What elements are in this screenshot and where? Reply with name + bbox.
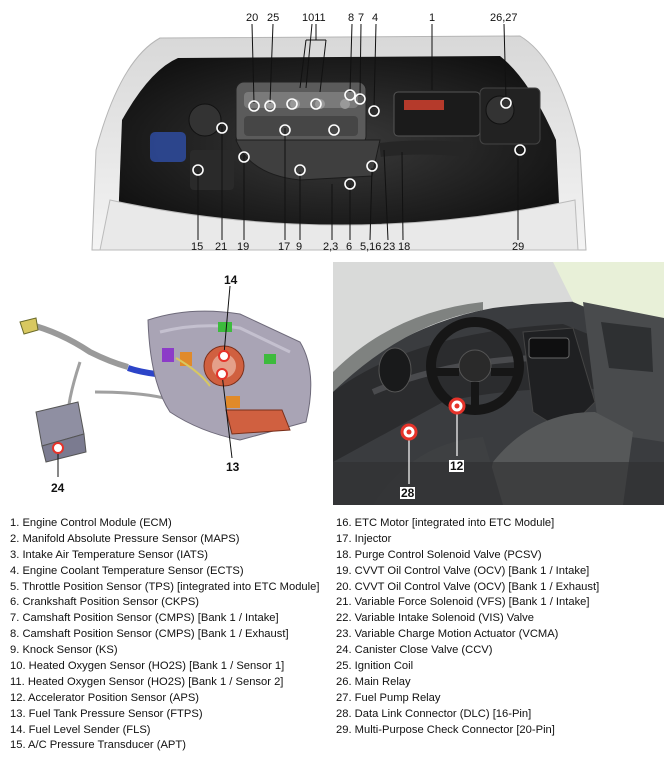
legend-item: 29. Multi-Purpose Check Connector [20-Pi…	[336, 723, 555, 736]
fuel-tank-illustration	[19, 285, 312, 477]
callout-12: 12	[449, 459, 465, 473]
legend-item: 11. Heated Oxygen Sensor (HO2S) [Bank 1 …	[10, 675, 284, 688]
legend-item: 3. Intake Air Temperature Sensor (IATS)	[10, 548, 208, 561]
legend-item: 22. Variable Intake Solenoid (VIS) Valve	[336, 612, 534, 625]
callout-1: 1	[429, 12, 436, 24]
legend-item: 6. Crankshaft Position Sensor (CKPS)	[10, 596, 200, 609]
engine-bay-diagram: 20 25 1011 8 7 4 1 26,27 15 21 19 17 9 2…	[0, 0, 664, 255]
legend-item: 13. Fuel Tank Pressure Sensor (FTPS)	[10, 707, 203, 720]
legend-item: 18. Purge Control Solenoid Valve (PCSV)	[336, 548, 542, 561]
callout-29: 29	[512, 241, 525, 253]
callout-28: 28	[400, 486, 416, 500]
callout-15: 15	[191, 241, 204, 253]
callout-4: 4	[372, 12, 379, 24]
callout-10-11: 1011	[302, 12, 326, 24]
component-legend: 1. Engine Control Module (ECM) 2. Manifo…	[0, 516, 664, 766]
legend-item: 28. Data Link Connector (DLC) [16-Pin]	[336, 707, 532, 720]
callout-14: 14	[224, 273, 238, 287]
callout-18: 18	[398, 241, 411, 253]
legend-item: 4. Engine Coolant Temperature Sensor (EC…	[10, 564, 244, 577]
callout-19: 19	[237, 241, 250, 253]
callout-6: 6	[346, 241, 353, 253]
callout-9: 9	[296, 241, 303, 253]
legend-item: 7. Camshaft Position Sensor (CMPS) [Bank…	[10, 612, 279, 625]
legend-item: 14. Fuel Level Sender (FLS)	[10, 723, 151, 736]
callout-5-16: 5,16	[360, 241, 382, 253]
legend-left-column: 1. Engine Control Module (ECM) 2. Manifo…	[10, 516, 330, 754]
legend-item: 16. ETC Motor [integrated into ETC Modul…	[336, 517, 555, 529]
legend-item: 25. Ignition Coil	[336, 660, 414, 673]
legend-item: 20. CVVT Oil Control Valve (OCV) [Bank 1…	[336, 580, 600, 593]
legend-item: 10. Heated Oxygen Sensor (HO2S) [Bank 1 …	[10, 660, 285, 673]
interior-diagram: 12 28	[333, 262, 664, 505]
legend-item: 27. Fuel Pump Relay	[336, 691, 441, 704]
legend-item: 19. CVVT Oil Control Valve (OCV) [Bank 1…	[336, 564, 590, 577]
legend-item: 17. Injector	[336, 532, 392, 545]
callout-7: 7	[358, 12, 365, 24]
legend-item: 26. Main Relay	[336, 675, 411, 688]
callout-24: 24	[51, 481, 65, 495]
legend-item: 24. Canister Close Valve (CCV)	[336, 644, 493, 657]
fuel-tank-diagram: 14 13 24	[0, 262, 322, 502]
legend-item: 8. Camshaft Position Sensor (CMPS) [Bank…	[10, 628, 289, 641]
legend-item: 9. Knock Sensor (KS)	[10, 644, 118, 657]
callout-13: 13	[226, 460, 240, 474]
legend-item: 15. A/C Pressure Transducer (APT)	[10, 739, 186, 752]
legend-item: 5. Throttle Position Sensor (TPS) [integ…	[10, 580, 320, 593]
interior-illustration	[333, 262, 664, 505]
legend-item: 2. Manifold Absolute Pressure Sensor (MA…	[10, 532, 240, 545]
callout-2-3: 2,3	[323, 241, 339, 253]
engine-bay-illustration	[91, 23, 587, 251]
legend-item: 21. Variable Force Solenoid (VFS) [Bank …	[336, 596, 590, 609]
callout-23: 23	[383, 241, 396, 253]
legend-item: 12. Accelerator Position Sensor (APS)	[10, 691, 200, 704]
legend-item: 1. Engine Control Module (ECM)	[10, 517, 172, 529]
legend-right-column: 16. ETC Motor [integrated into ETC Modul…	[336, 516, 656, 738]
callout-21: 21	[215, 241, 228, 253]
callout-8: 8	[348, 12, 355, 24]
legend-item: 23. Variable Charge Motion Actuator (VCM…	[336, 628, 559, 641]
callout-17: 17	[278, 241, 291, 253]
callout-20: 20	[246, 12, 259, 24]
callout-26-27: 26,27	[490, 12, 518, 24]
callout-25: 25	[267, 12, 280, 24]
